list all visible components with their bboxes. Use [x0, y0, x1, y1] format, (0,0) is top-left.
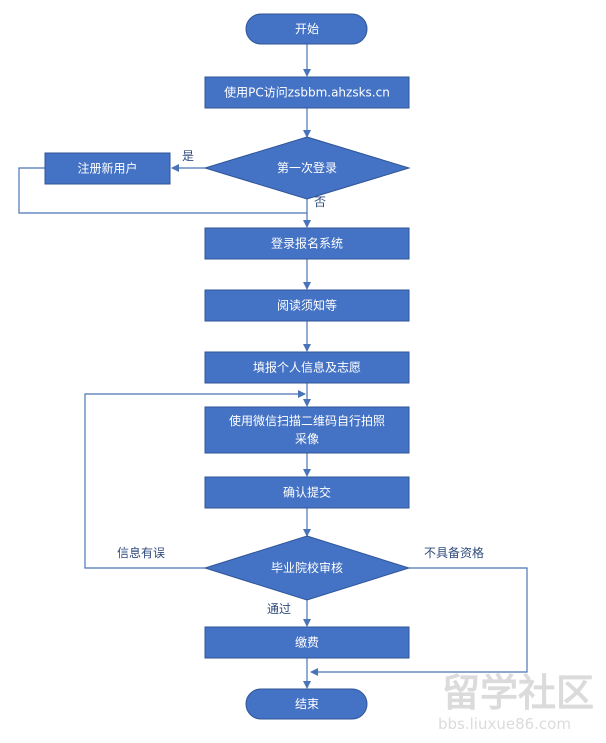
edge-label-yes: 是 — [182, 149, 194, 163]
watermark-name: 留学社区 — [442, 671, 594, 715]
node-photo: 使用微信扫描二维码自行拍照 采像 — [204, 406, 410, 454]
edge-label-no: 否 — [314, 195, 326, 209]
node-end-label: 结束 — [295, 697, 319, 711]
edges — [18, 44, 528, 689]
watermark-url: bbs.liuxue86.com — [438, 715, 571, 733]
node-start: 开始 — [245, 13, 368, 45]
decision-first-login: 第一次登录 — [203, 136, 411, 200]
node-start-label: 开始 — [295, 22, 319, 36]
decision-first-login-label: 第一次登录 — [277, 160, 337, 175]
node-photo-label-line1: 使用微信扫描二维码自行拍照 — [229, 413, 385, 428]
node-fill-label: 填报个人信息及志愿 — [253, 360, 361, 375]
node-end: 结束 — [245, 688, 368, 720]
decision-review-label: 毕业院校审核 — [271, 560, 343, 575]
node-visit-label: 使用PC访问zsbbm.ahzsks.cn — [224, 85, 390, 100]
node-visit: 使用PC访问zsbbm.ahzsks.cn — [204, 76, 410, 109]
node-login: 登录报名系统 — [204, 227, 410, 260]
node-fill: 填报个人信息及志愿 — [204, 351, 410, 384]
node-register: 注册新用户 — [44, 152, 171, 185]
edge-label-passed: 通过 — [267, 602, 291, 616]
node-confirm-label: 确认提交 — [283, 485, 331, 500]
edge-register-login — [18, 167, 307, 214]
edge-info-error-loop — [84, 390, 306, 569]
node-pay-label: 缴费 — [295, 635, 319, 650]
node-read: 阅读须知等 — [204, 289, 410, 322]
node-login-label: 登录报名系统 — [271, 236, 343, 251]
watermark: 留学社区 bbs.liuxue86.com — [438, 671, 594, 733]
edge-label-info-error: 信息有误 — [117, 545, 165, 560]
edge-label-not-qualified: 不具备资格 — [424, 545, 484, 560]
node-register-label: 注册新用户 — [77, 161, 137, 176]
node-confirm: 确认提交 — [204, 476, 410, 509]
node-read-label: 阅读须知等 — [277, 299, 337, 313]
edge-not-qualified — [310, 567, 528, 676]
node-pay: 缴费 — [204, 626, 410, 659]
decision-review: 毕业院校审核 — [203, 535, 411, 601]
node-photo-label-line2: 采像 — [295, 432, 319, 446]
